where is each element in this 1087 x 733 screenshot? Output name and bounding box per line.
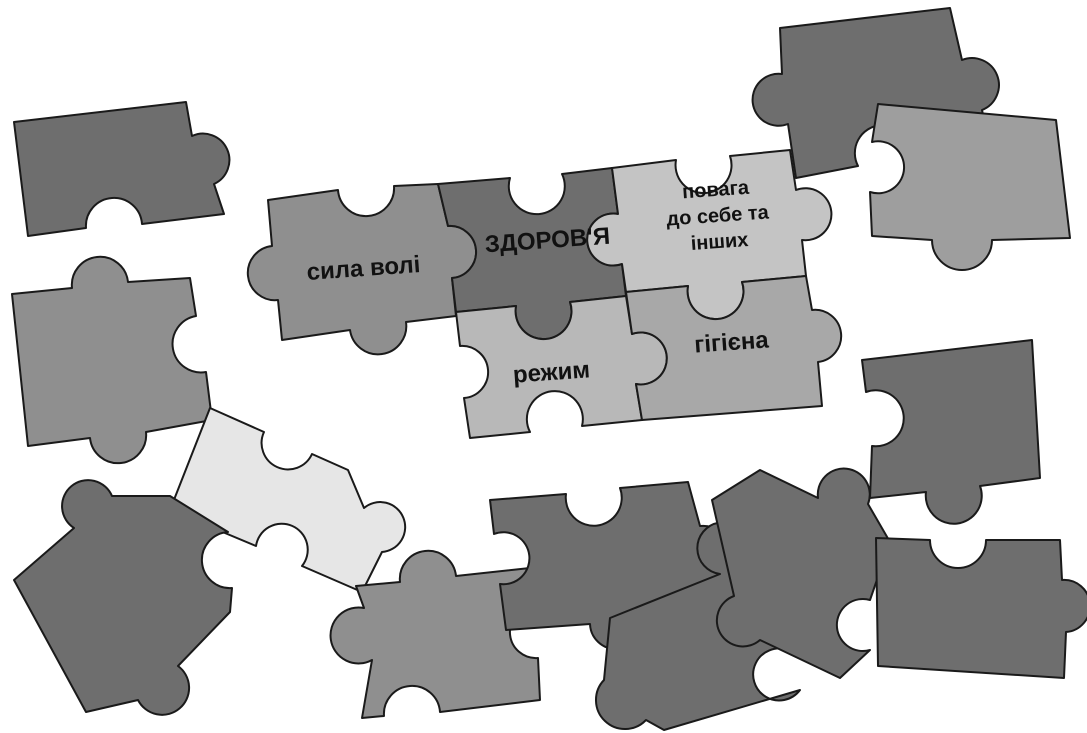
loose-piece-bottom-right-stack — [712, 469, 890, 678]
label-hygiene: гігієна — [693, 326, 770, 358]
loose-piece-top-left — [14, 102, 229, 236]
label-respect-line3: інших — [690, 229, 749, 255]
loose-piece-bottom-left — [14, 480, 232, 715]
loose-piece-bottom-right — [876, 538, 1087, 678]
loose-piece-top-right-front — [870, 104, 1070, 270]
loose-piece-right-mid — [862, 340, 1040, 524]
label-regime: режим — [512, 356, 591, 388]
loose-piece-pale — [170, 408, 405, 592]
loose-piece-left — [12, 257, 212, 463]
